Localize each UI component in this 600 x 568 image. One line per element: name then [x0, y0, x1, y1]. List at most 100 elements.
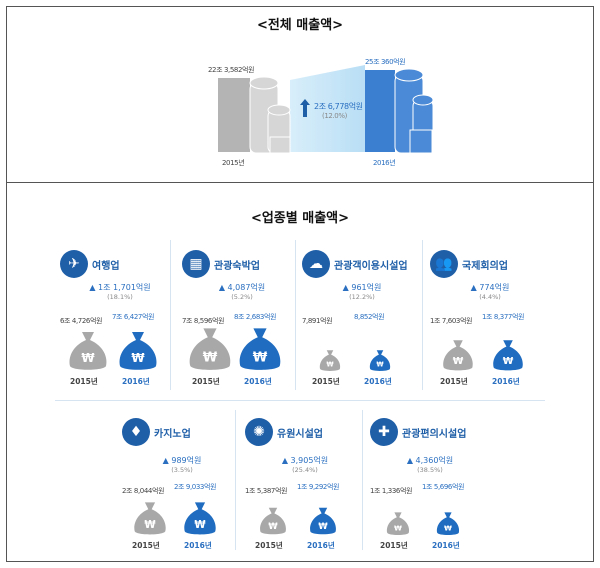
money-bag-2016-icon: ₩ [238, 324, 282, 376]
section-divider [6, 182, 594, 183]
sector-change: ▲ 4,360억원 [406, 456, 454, 465]
money-bag-2016-icon: ₩ [118, 328, 158, 376]
year-2016: 2016년 [184, 541, 212, 550]
value-2015: 7,891억원 [302, 317, 333, 325]
total-pct: (12.0%) [322, 112, 347, 120]
sector-change: ▲ 774억원 [470, 283, 510, 292]
total-sales-title: <전체 매출액> [256, 18, 344, 33]
total-2016-value: 25조 360억원 [365, 58, 406, 66]
value-2016: 7조 6,427억원 [112, 313, 155, 321]
sector-pct: (25.4%) [292, 466, 318, 474]
year-2016: 2016년 [122, 377, 150, 386]
year-2016: 2016년 [432, 541, 460, 550]
value-2015: 7조 8,596억원 [182, 317, 225, 325]
year-2015: 2015년 [312, 377, 340, 386]
sector-panel: ▦ 관광숙박업 ▲ 4,087억원 (5.2%) 7조 8,596억원 8조 2… [182, 250, 312, 400]
sector-name: 관광편의시설업 [402, 429, 467, 440]
svg-text:₩: ₩ [453, 356, 464, 367]
sector-name: 관광객이용시설업 [334, 261, 408, 272]
svg-text:₩: ₩ [503, 356, 514, 367]
bar-2016 [365, 70, 395, 152]
column-divider [235, 410, 236, 550]
people-icon: 👥 [430, 250, 458, 278]
total-2016-year: 2016년 [373, 159, 396, 167]
money-bag-2015-icon: ₩ [68, 328, 108, 376]
sector-panel: ✺ 유원시설업 ▲ 3,905억원 (25.4%) 1조 5,387억원 1조 … [245, 418, 375, 568]
sector-pct: (5.2%) [231, 293, 253, 301]
total-2015-year: 2015년 [222, 159, 245, 167]
value-2016: 1조 5,696억원 [422, 483, 465, 491]
svg-text:₩: ₩ [268, 521, 278, 531]
sector-change: ▲ 1조 1,701억원 [89, 283, 151, 292]
sector-panel: ♦ 카지노업 ▲ 989억원 (3.5%) 2조 8,044억원 2조 9,03… [122, 418, 252, 568]
up-arrow-icon [300, 99, 310, 117]
landscape-icon: ☁ [302, 250, 330, 278]
svg-text:₩: ₩ [144, 519, 156, 530]
year-2015: 2015년 [380, 541, 408, 550]
column-divider [170, 240, 171, 390]
ferris-wheel-icon: ✺ [245, 418, 273, 446]
value-2016: 1조 9,292억원 [297, 483, 340, 491]
money-bag-2016-icon: ₩ [183, 499, 217, 540]
svg-text:₩: ₩ [326, 360, 334, 368]
svg-text:₩: ₩ [376, 360, 384, 368]
year-2015: 2015년 [440, 377, 468, 386]
sector-panel: ✚ 관광편의시설업 ▲ 4,360억원 (38.5%) 1조 1,336억원 1… [370, 418, 500, 568]
svg-text:₩: ₩ [394, 523, 402, 532]
year-2015: 2015년 [70, 377, 98, 386]
value-2015: 2조 8,044억원 [122, 487, 165, 495]
sector-pct: (38.5%) [417, 466, 443, 474]
svg-text:₩: ₩ [203, 350, 218, 365]
convenience-icon: ✚ [370, 418, 398, 446]
total-2015-value: 22조 3,582억원 [208, 66, 255, 74]
sector-panel: ✈ 여행업 ▲ 1조 1,701억원 (18.1%) 6조 4,726억원 7조… [60, 250, 190, 400]
money-bag-2016-icon: ₩ [369, 348, 391, 376]
value-2016: 8조 2,683억원 [234, 313, 277, 321]
sector-pct: (3.5%) [171, 466, 193, 474]
svg-text:₩: ₩ [194, 519, 206, 530]
total-change: 2조 6,778억원 [314, 102, 363, 111]
value-2016: 2조 9,033억원 [174, 483, 217, 491]
year-2015: 2015년 [255, 541, 283, 550]
growth-band [290, 65, 365, 152]
sector-panel: ☁ 관광객이용시설업 ▲ 961억원 (12.2%) 7,891억원 8,852… [302, 250, 432, 400]
year-2016: 2016년 [492, 377, 520, 386]
svg-text:₩: ₩ [131, 351, 145, 365]
sector-change: ▲ 961억원 [342, 283, 382, 292]
year-2016: 2016년 [364, 377, 392, 386]
value-2016: 1조 8,377억원 [482, 313, 525, 321]
sector-change: ▲ 989억원 [162, 456, 202, 465]
bar-2015 [218, 78, 250, 152]
total-sales-graphic [218, 65, 434, 154]
infographic-frame [6, 6, 594, 562]
year-2015: 2015년 [132, 541, 160, 550]
value-2016: 8,852억원 [354, 313, 385, 321]
money-bag-2016-icon: ₩ [436, 510, 460, 540]
svg-text:₩: ₩ [444, 523, 452, 532]
sector-change: ▲ 3,905억원 [281, 456, 329, 465]
svg-text:₩: ₩ [81, 351, 95, 365]
money-bag-2015-icon: ₩ [259, 505, 287, 540]
sector-pct: (4.4%) [479, 293, 501, 301]
column-divider [295, 240, 296, 390]
money-bag-2016-icon: ₩ [309, 505, 337, 540]
sector-pct: (18.1%) [107, 293, 133, 301]
column-divider [362, 410, 363, 550]
value-2015: 1조 5,387억원 [245, 487, 288, 495]
svg-text:₩: ₩ [253, 350, 268, 365]
year-2015: 2015년 [192, 377, 220, 386]
money-bag-2015-icon: ₩ [319, 348, 341, 376]
value-2015: 1조 1,336억원 [370, 487, 413, 495]
sector-name: 여행업 [92, 261, 120, 272]
money-bag-2015-icon: ₩ [442, 337, 474, 376]
money-bag-2015-icon: ₩ [386, 510, 410, 540]
sector-change: ▲ 4,087억원 [218, 283, 266, 292]
value-2015: 1조 7,603억원 [430, 317, 473, 325]
column-divider [422, 240, 423, 390]
year-2016: 2016년 [307, 541, 335, 550]
svg-text:₩: ₩ [318, 521, 328, 531]
cards-icon: ♦ [122, 418, 150, 446]
sector-name: 국제회의업 [462, 261, 508, 272]
sector-panel: 👥 국제회의업 ▲ 774억원 (4.4%) 1조 7,603억원 1조 8,3… [430, 250, 560, 400]
airplane-icon: ✈ [60, 250, 88, 278]
